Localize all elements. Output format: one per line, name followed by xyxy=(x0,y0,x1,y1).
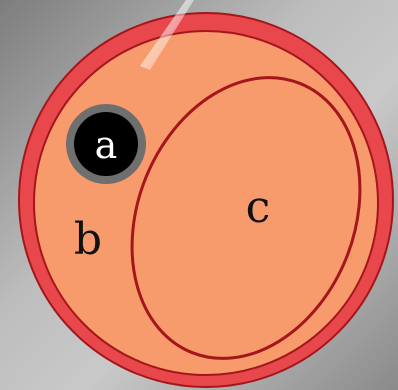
label-c: c xyxy=(246,182,271,233)
label-a: a xyxy=(95,123,118,167)
label-b: b xyxy=(74,214,102,265)
region-b-circle xyxy=(34,31,378,375)
